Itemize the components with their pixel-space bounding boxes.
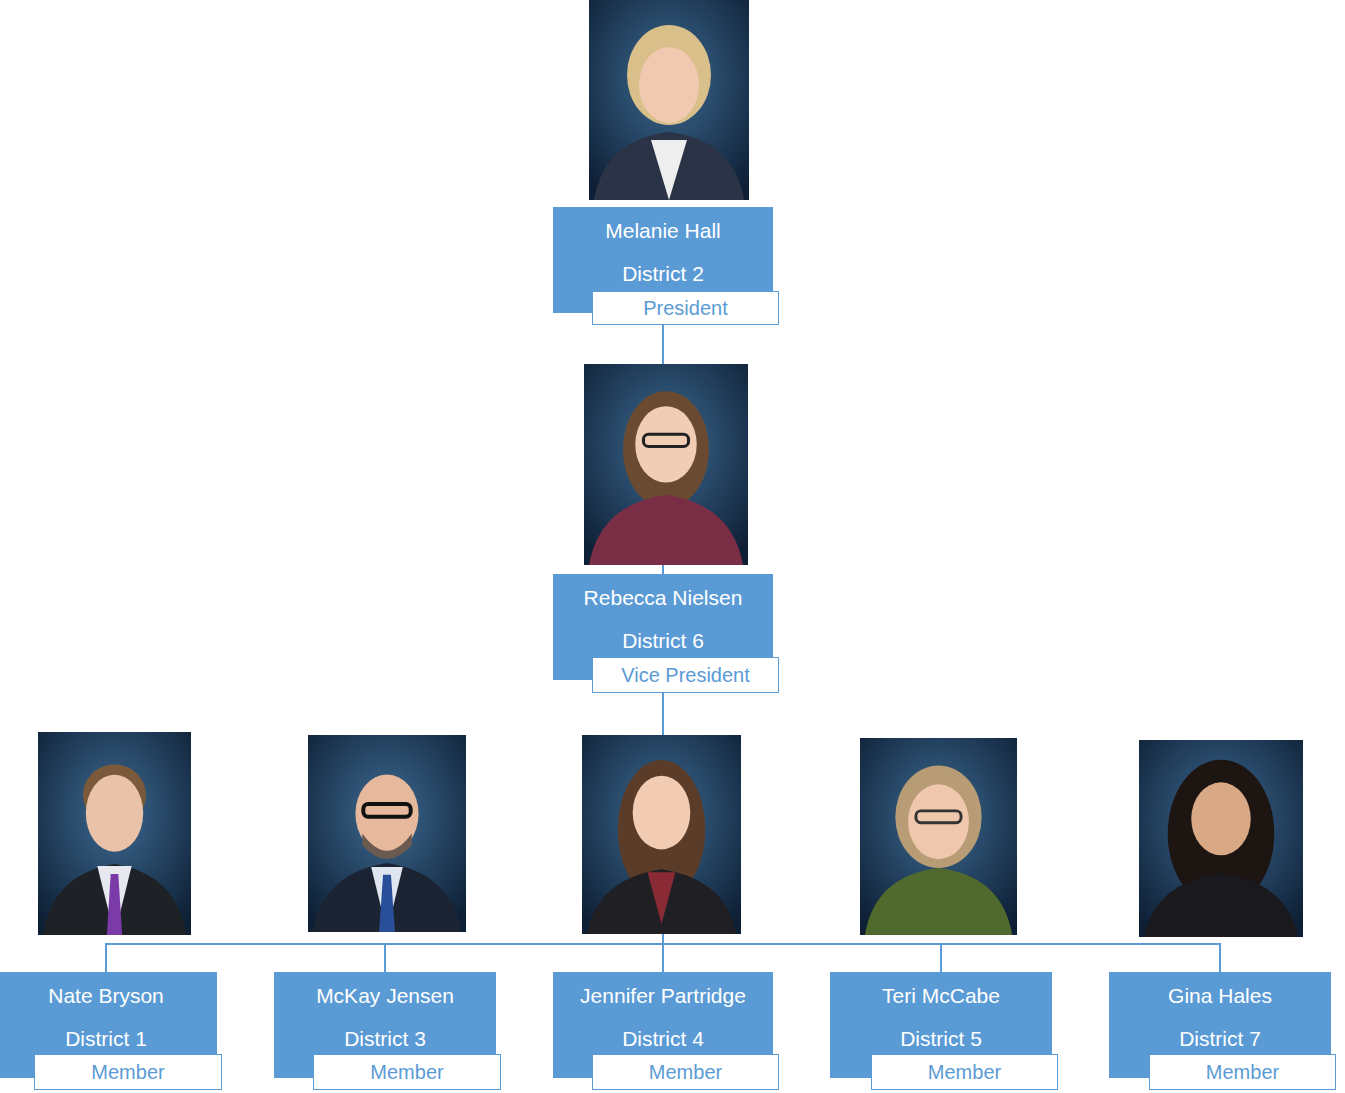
portrait-photo bbox=[582, 735, 741, 934]
hair bbox=[895, 766, 981, 868]
role-tag: Vice President bbox=[592, 657, 779, 693]
face bbox=[86, 775, 143, 852]
hair bbox=[627, 25, 711, 125]
member-name: Gina Hales bbox=[1109, 974, 1331, 1017]
clothing bbox=[865, 868, 1012, 935]
member-box: Jennifer PartridgeDistrict 4Member bbox=[553, 972, 773, 1078]
member-box: Melanie HallDistrict 2President bbox=[553, 207, 773, 313]
clothing bbox=[594, 132, 744, 200]
role-tag: Member bbox=[592, 1054, 779, 1090]
role-label: Member bbox=[649, 1060, 722, 1084]
portrait-photo bbox=[589, 0, 749, 200]
photo-background bbox=[1139, 740, 1303, 937]
clothing bbox=[587, 869, 736, 934]
clothing bbox=[313, 863, 461, 932]
role-label: Member bbox=[928, 1060, 1001, 1084]
role-tag: Member bbox=[313, 1054, 501, 1090]
beard bbox=[362, 834, 411, 860]
photo-background bbox=[582, 735, 741, 934]
member-name: Teri McCabe bbox=[830, 974, 1052, 1017]
photo-background bbox=[584, 364, 748, 565]
clothing bbox=[43, 864, 186, 935]
member-name: McKay Jensen bbox=[274, 974, 496, 1017]
portrait-photo bbox=[1139, 740, 1303, 937]
district-label: District 6 bbox=[553, 619, 773, 662]
face bbox=[639, 47, 699, 123]
glasses bbox=[363, 804, 410, 817]
shirt bbox=[648, 872, 676, 924]
member-box: Teri McCabeDistrict 5Member bbox=[830, 972, 1052, 1078]
role-tag: Member bbox=[34, 1054, 222, 1090]
org-connector bbox=[663, 680, 1220, 972]
glasses bbox=[643, 434, 688, 446]
face bbox=[635, 406, 697, 482]
portrait-photo bbox=[584, 364, 748, 565]
portrait-photo bbox=[308, 735, 466, 932]
hair bbox=[623, 391, 709, 508]
member-name: Melanie Hall bbox=[553, 209, 773, 252]
photo-background bbox=[860, 738, 1017, 935]
clothing bbox=[1144, 873, 1298, 937]
role-label: Member bbox=[370, 1060, 443, 1084]
role-tag: Member bbox=[871, 1054, 1058, 1090]
role-tag: Member bbox=[1149, 1054, 1336, 1090]
tie bbox=[107, 874, 122, 935]
role-label: Member bbox=[91, 1060, 164, 1084]
member-box: Gina HalesDistrict 7Member bbox=[1109, 972, 1331, 1078]
member-name: Jennifer Partridge bbox=[553, 974, 773, 1017]
member-box: McKay JensenDistrict 3Member bbox=[274, 972, 496, 1078]
face bbox=[1191, 782, 1250, 855]
member-box: Rebecca NielsenDistrict 6Vice President bbox=[553, 574, 773, 680]
role-label: Member bbox=[1206, 1060, 1279, 1084]
photo-background bbox=[589, 0, 749, 200]
member-name: Nate Bryson bbox=[0, 974, 217, 1017]
photo-background bbox=[308, 735, 466, 932]
tie bbox=[379, 875, 395, 932]
district-label: District 2 bbox=[553, 252, 773, 295]
portrait-photo bbox=[860, 738, 1017, 935]
shirt bbox=[371, 867, 403, 932]
portrait-photo bbox=[38, 732, 191, 935]
member-name: Rebecca Nielsen bbox=[553, 576, 773, 619]
role-tag: President bbox=[592, 291, 779, 325]
face bbox=[633, 776, 691, 850]
face bbox=[908, 784, 969, 859]
clothing bbox=[589, 495, 743, 565]
member-box: Nate BrysonDistrict 1Member bbox=[0, 972, 217, 1078]
shirt bbox=[97, 866, 131, 935]
photo-background bbox=[38, 732, 191, 935]
glasses bbox=[916, 811, 961, 823]
shirt bbox=[651, 140, 687, 200]
role-label: Vice President bbox=[621, 663, 750, 687]
role-label: President bbox=[643, 296, 728, 320]
